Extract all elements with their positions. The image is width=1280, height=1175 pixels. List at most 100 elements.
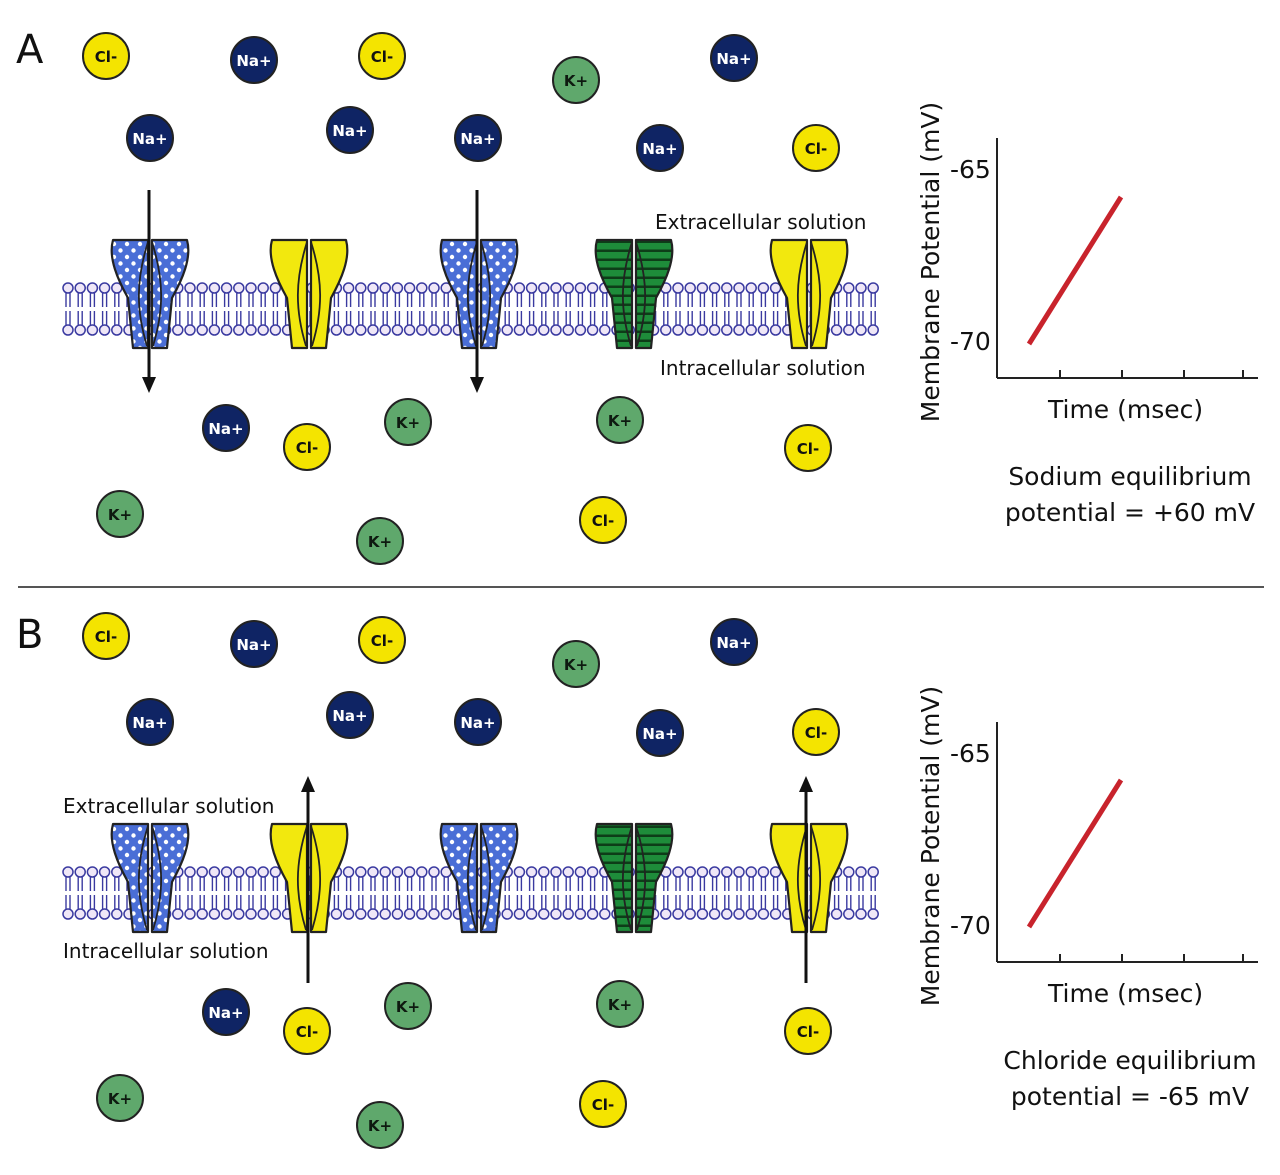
ion-label: Cl- [296,439,318,457]
extracellular-label: Extracellular solution [655,210,866,234]
ion-label: K+ [564,72,588,90]
ion-label: K+ [396,414,420,432]
panel-b: B Cl- Na+ Cl- K+ Na+ Na+ Na+ Na+ Cl- Na+ Na+ K+ Cl- K… [16,612,1258,1149]
na-ion: Na+ [454,114,502,162]
panel-letter: B [16,612,43,658]
k-ion: K+ [356,1101,404,1149]
ion-label: Na+ [642,725,677,743]
caption-line-2: potential = -65 mV [1011,1082,1249,1111]
cl-ion: Cl- [358,32,406,80]
ion-label: Na+ [460,714,495,732]
sodium-channel [110,238,190,350]
ion-label: Na+ [208,420,243,438]
chloride-channel [269,238,349,350]
ion-label: Na+ [460,130,495,148]
ion-label: Cl- [95,48,117,66]
panel-letter: A [16,27,44,73]
cl-ion: Cl- [792,124,840,172]
ion-label: K+ [608,412,632,430]
k-ion: K+ [96,490,144,538]
ion-channels [110,238,849,350]
ion-flux-arrows [142,190,484,393]
k-ion: K+ [596,980,644,1028]
y-axis-label: Membrane Potential (mV) [916,686,945,1006]
ion-label: Na+ [208,1004,243,1022]
ion-label: Cl- [95,628,117,646]
ion-label: Na+ [132,130,167,148]
na-ion: Na+ [454,698,502,746]
k-ion: K+ [384,398,432,446]
ion-label: K+ [564,656,588,674]
potential-trace [1026,195,1124,346]
caption-line-1: Sodium equilibrium [1008,462,1251,491]
extracellular-label: Extracellular solution [63,794,274,818]
x-axis-label: Time (msec) [1047,979,1203,1008]
ion-label: Cl- [371,48,393,66]
x-axis-label: Time (msec) [1047,395,1203,424]
membrane-potential-graph: -65 -70 Time (msec) Membrane Potential (… [916,686,1258,1111]
y-tick-label: -65 [950,739,991,768]
cl-ion: Cl- [792,708,840,756]
ion-label: Cl- [296,1023,318,1041]
cl-ion: Cl- [283,423,331,471]
k-ion: K+ [384,982,432,1030]
na-ion: Na+ [710,34,758,82]
cl-ion: Cl- [784,424,832,472]
ion-channels [110,822,849,934]
cl-ion: Cl- [358,616,406,664]
y-tick-label: -70 [950,911,991,940]
ion-label: Cl- [805,724,827,742]
y-tick-label: -70 [950,327,991,356]
na-ion: Na+ [710,618,758,666]
ions: Cl- Na+ Cl- K+ Na+ Na+ Na+ Na+ Cl- Na+ Na+ K+ K+ Cl- C… [82,32,840,565]
na-ion: Na+ [636,124,684,172]
k-ion: K+ [96,1074,144,1122]
cl-ion: Cl- [784,1007,832,1055]
ion-label: Na+ [332,122,367,140]
ion-label: Na+ [236,636,271,654]
ion-label: Na+ [236,52,271,70]
membrane-potential-graph: -65 -70 Time (msec) Membrane Potential (… [916,102,1258,527]
sodium-channel [439,822,519,934]
arrow-head [301,776,315,792]
potassium-channel [594,822,674,934]
ion-label: K+ [608,996,632,1014]
arrow-head [142,377,156,393]
y-tick-label: -65 [950,155,991,184]
k-ion: K+ [596,396,644,444]
ion-label: K+ [396,998,420,1016]
ion-flux-arrows [301,776,813,983]
ion-label: Cl- [805,140,827,158]
chloride-channel [769,238,849,350]
cl-ion: Cl- [82,32,130,80]
ion-label: Cl- [592,1096,614,1114]
ion-label: Na+ [642,140,677,158]
ion-label: Na+ [716,50,751,68]
ion-label: Na+ [332,707,367,725]
potassium-channel [594,238,674,350]
ion-label: Cl- [592,512,614,530]
cl-ion: Cl- [579,496,627,544]
k-ion: K+ [552,56,600,104]
ion-label: Cl- [797,1023,819,1041]
panel-a: A Cl-Na+Cl-K+Na+Na+Na+Na+Cl-Na+Na+K+K+Cl… [16,27,1258,565]
sodium-channel [439,238,519,350]
ion-label: Cl- [797,440,819,458]
intracellular-label: Intracellular solution [660,356,866,380]
na-ion: Na+ [326,106,374,154]
na-ion: Na+ [636,709,684,757]
na-ion: Na+ [230,36,278,84]
k-ion: K+ [356,517,404,565]
ion-label: Cl- [371,632,393,650]
na-ion: Na+ [126,698,174,746]
caption-line-1: Chloride equilibrium [1003,1046,1256,1075]
na-ion: Na+ [326,691,374,739]
na-ion: Na+ [202,988,250,1036]
intracellular-label: Intracellular solution [63,939,269,963]
na-ion: Na+ [126,114,174,162]
ion-label: K+ [368,1117,392,1135]
k-ion: K+ [552,640,600,688]
cl-ion: Cl- [283,1007,331,1055]
ion-label: K+ [108,1090,132,1108]
